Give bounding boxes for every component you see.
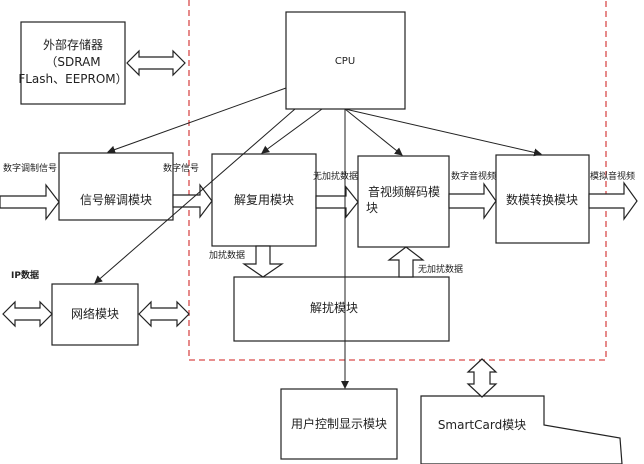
unscrambled-data-bottom-label: 无加扰数据 xyxy=(418,263,463,275)
demod-label: 信号解调模块 xyxy=(80,193,152,207)
dac-box xyxy=(495,154,590,244)
input-to-demod-arrow xyxy=(0,183,60,221)
descramble-to-avdecode-arrow xyxy=(387,246,425,278)
av-decode-box xyxy=(357,155,450,248)
storage-cpu-double-arrow xyxy=(126,49,186,77)
cpu-label: CPU xyxy=(335,56,355,67)
unscrambled-data-top-label: 无加扰数据 xyxy=(313,170,358,182)
dac-output-arrow xyxy=(588,181,638,221)
cpu-to-demux-line xyxy=(261,108,323,154)
network-to-boundary-double-arrow xyxy=(138,300,190,328)
descramble-box xyxy=(233,276,450,342)
digital-modulated-signal-label: 数字调制信号 xyxy=(3,162,57,174)
external-storage-label-2: （SDRAM xyxy=(45,55,100,69)
demux-box xyxy=(211,153,317,247)
user-control-box xyxy=(280,388,398,460)
external-storage-box xyxy=(20,21,126,105)
digital-av-label: 数字音视频 xyxy=(451,170,496,182)
descramble-label: 解扰模块 xyxy=(310,301,358,315)
cpu-to-demod-line xyxy=(107,87,287,154)
demux-label: 解复用模块 xyxy=(234,193,294,207)
demod-box xyxy=(58,152,174,221)
av-decode-label-2: 块 xyxy=(366,201,378,215)
demod-to-demux-arrow xyxy=(172,183,213,219)
cpu-box xyxy=(285,11,406,110)
demux-to-descramble-arrow xyxy=(242,245,284,278)
cpu-to-dac-line xyxy=(344,108,542,157)
ip-data-double-arrow xyxy=(2,300,53,328)
analog-av-label: 模拟音视频 xyxy=(590,170,635,182)
cpu-to-avdecode-line xyxy=(344,108,403,156)
av-decode-label-1: 音视频解码模 xyxy=(368,184,440,199)
scrambled-data-label: 加扰数据 xyxy=(209,249,245,261)
external-storage-label-3: FLash、EEPROM） xyxy=(18,72,127,86)
demux-to-avdecode-arrow xyxy=(315,185,359,219)
network-label: 网络模块 xyxy=(71,306,119,321)
cpu-to-network-line xyxy=(94,108,296,284)
user-control-label: 用户控制显示模块 xyxy=(291,416,387,431)
external-storage-label-1: 外部存储器 xyxy=(43,37,103,52)
smartcard-label: SmartCard模块 xyxy=(438,418,526,432)
smartcard-double-arrow xyxy=(466,358,498,398)
dac-label: 数模转换模块 xyxy=(506,192,578,207)
digital-signal-label: 数字信号 xyxy=(163,162,199,174)
ip-data-label: IP数据 xyxy=(11,269,39,281)
smartcard-box xyxy=(420,395,623,464)
avdecode-to-dac-arrow xyxy=(448,182,497,220)
